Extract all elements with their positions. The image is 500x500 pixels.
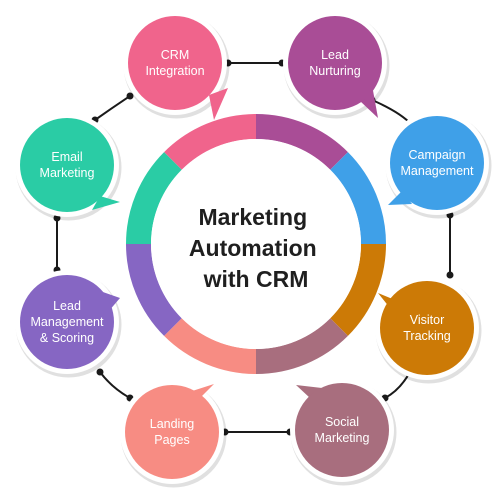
node-label-line: Management xyxy=(401,164,474,178)
node-tail xyxy=(92,196,120,210)
node-label: CRM Integration xyxy=(145,48,204,78)
ring-segment xyxy=(256,318,348,374)
node-label-line: Landing xyxy=(150,417,195,431)
ring-segment xyxy=(256,114,348,170)
node-disc xyxy=(380,281,474,375)
node-tail xyxy=(360,85,378,118)
node-label-line: Campaign xyxy=(409,148,466,162)
ring-segment xyxy=(126,244,182,336)
center-title: Marketing Automation with CRM xyxy=(189,204,323,292)
node-label-line: Management xyxy=(31,315,104,329)
node-tail xyxy=(209,88,228,120)
node-disc xyxy=(288,16,382,110)
ring-segment xyxy=(330,244,387,336)
connector-line xyxy=(371,99,413,126)
node-label-line: Integration xyxy=(145,64,204,78)
node-disc xyxy=(125,385,219,479)
node-label-line: CRM xyxy=(161,48,189,62)
node-label-line: Social xyxy=(325,415,359,429)
node-label-line: Visitor xyxy=(410,313,445,327)
connector-line xyxy=(99,371,131,399)
ring-segment xyxy=(330,152,386,244)
node-disc xyxy=(20,275,114,369)
ring-segment xyxy=(126,152,182,244)
node-disc xyxy=(128,16,222,110)
node-disc xyxy=(390,116,484,210)
node-label-line: Tracking xyxy=(403,329,451,343)
node-crm-integration: CRM Integration xyxy=(123,11,230,120)
node-tail xyxy=(296,385,322,398)
connector-dot xyxy=(126,92,134,100)
center-title-line-3: with CRM xyxy=(203,266,309,292)
node-label-line: Lead xyxy=(53,299,81,313)
node-disc xyxy=(295,383,389,477)
connector-dot xyxy=(446,271,454,279)
connector-dot xyxy=(96,368,104,376)
center-ring xyxy=(126,114,387,374)
node-label-line: Nurturing xyxy=(309,64,360,78)
ring-segment xyxy=(164,318,256,374)
node-label-line: & Scoring xyxy=(40,331,94,345)
node-disc xyxy=(20,118,114,212)
node-tail xyxy=(388,191,412,205)
node-label-line: Email xyxy=(51,150,82,164)
ring-segment xyxy=(164,114,256,170)
node-label-line: Lead xyxy=(321,48,349,62)
node-label-line: Marketing xyxy=(40,166,95,180)
center-title-line-2: Automation xyxy=(189,235,317,261)
node-label-line: Pages xyxy=(154,433,189,447)
connector-line xyxy=(94,95,131,121)
node-label-line: Marketing xyxy=(315,431,370,445)
center-disc xyxy=(151,139,361,349)
center-title-line-1: Marketing xyxy=(198,204,307,230)
